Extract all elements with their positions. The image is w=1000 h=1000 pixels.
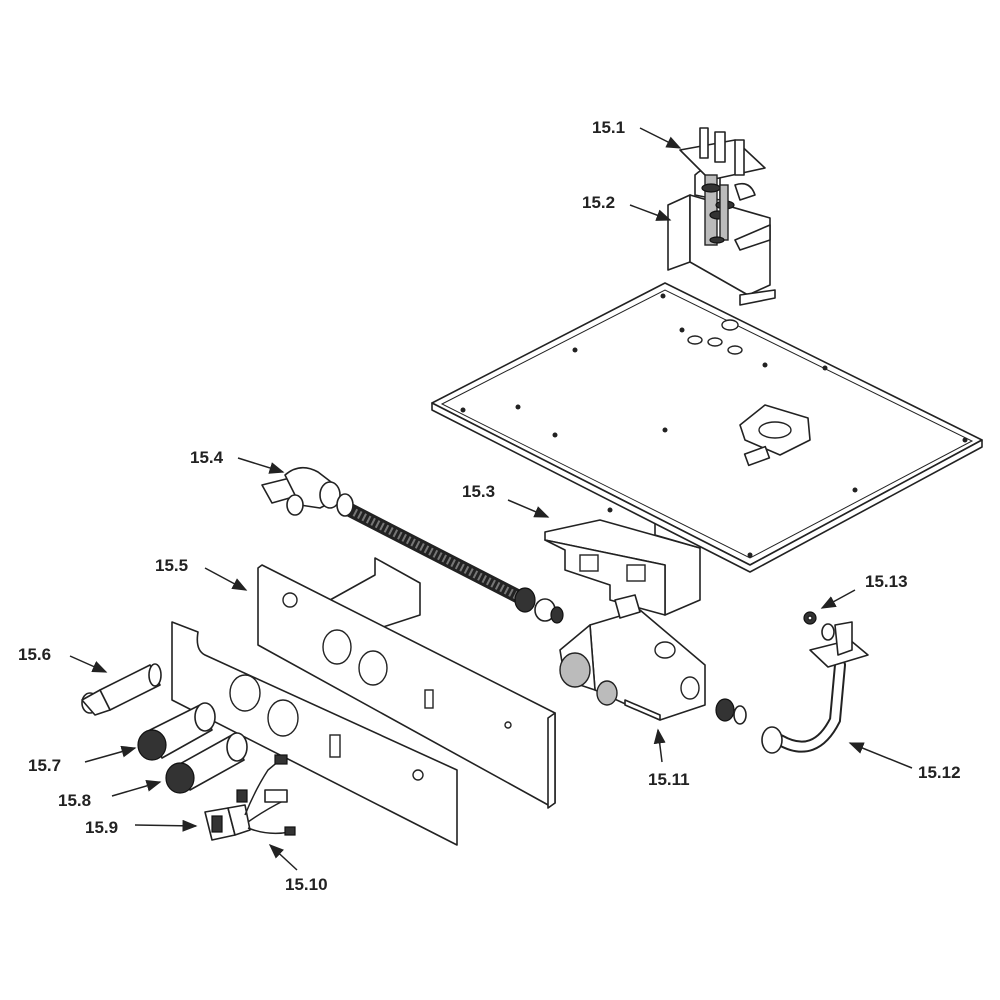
- part-15-12-pilot-tube: [761, 621, 869, 754]
- part-15-7-knob: [137, 702, 216, 761]
- label-15-13: 15.13: [865, 572, 908, 591]
- label-15-3: 15.3: [462, 482, 496, 501]
- label-15-10: 15.10: [285, 875, 328, 894]
- label-15-9: 15.9: [85, 818, 119, 837]
- label-15-12: 15.12: [918, 763, 961, 782]
- label-15-7: 15.7: [28, 756, 62, 775]
- part-15-6-igniter: [81, 663, 162, 716]
- part-15-10-wire-harness: [236, 754, 296, 836]
- label-15-11: 15.11: [648, 770, 690, 789]
- part-15-4-flex-gas-line: [261, 466, 564, 624]
- part-15-8-knob: [165, 732, 248, 794]
- part-front-panel: [171, 621, 458, 846]
- part-15-9-switch: [204, 804, 251, 841]
- label-15-5: 15.5: [155, 556, 189, 575]
- label-15-4: 15.4: [190, 448, 224, 467]
- leader-arrows: [69, 127, 913, 871]
- label-15-8: 15.8: [58, 791, 92, 810]
- part-base-plate: [431, 282, 983, 573]
- part-15-1-pilot-assembly: [679, 127, 766, 246]
- label-15-1: 15.1: [592, 118, 626, 137]
- part-15-13-nut: [803, 611, 817, 625]
- label-15-6: 15.6: [18, 645, 52, 664]
- part-15-11-gas-valve: [559, 594, 747, 725]
- label-15-2: 15.2: [582, 193, 616, 212]
- part-15-5-control-bracket: [257, 557, 556, 809]
